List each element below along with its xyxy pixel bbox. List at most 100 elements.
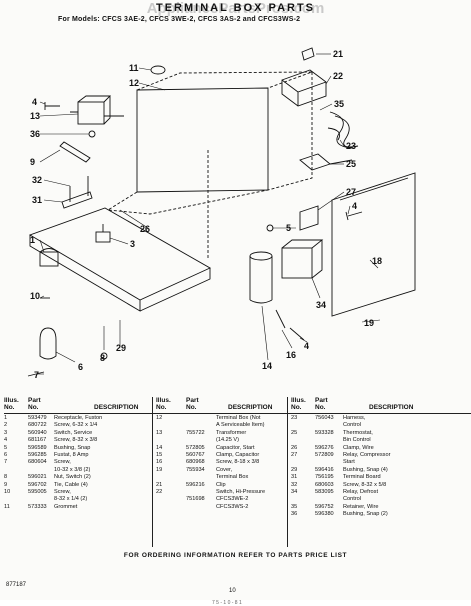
part-description: Clip (216, 481, 226, 488)
illus-number: 32 (291, 481, 298, 488)
callout-18: 18 (372, 256, 382, 266)
illus-header: Illus. No. (156, 397, 171, 411)
part-number: 596589 (28, 444, 47, 451)
watermark: AppliancePartsPros.com (146, 0, 325, 17)
part-number: 680604 (28, 459, 47, 466)
part-description: Bushing, Snap (2) (343, 511, 388, 518)
part-description: Terminal Board (343, 474, 381, 481)
callout-22: 22 (333, 71, 343, 81)
part-number: 583095 (315, 488, 334, 495)
models-line: For Models: CFCS 3AE-2, CFCS 3WE-2, CFCS… (58, 16, 301, 23)
part-number: 560940 (28, 429, 47, 436)
callout-23: 23 (346, 141, 356, 151)
part-number: 681167 (28, 437, 47, 444)
part-description: 8-32 x 1/4 (2) (54, 496, 88, 503)
illus-number: 3 (4, 429, 8, 436)
terminal-board (61, 191, 93, 209)
callout-21: 21 (333, 49, 343, 59)
illus-number: 35 (291, 503, 298, 510)
part-header: Part No. (315, 397, 328, 411)
document-code: 877187 (6, 582, 27, 588)
control-harness (329, 111, 353, 149)
illus-number: 5 (4, 444, 8, 451)
part-number: 596021 (28, 474, 47, 481)
callout-3: 3 (130, 239, 135, 249)
part-description: Clamp, Capacitor (216, 451, 260, 458)
illus-number: 19 (156, 466, 163, 473)
illus-number: 36 (291, 511, 298, 518)
part-number: 751698 (186, 496, 205, 503)
part-number: 755722 (186, 429, 205, 436)
callout-7: 7 (34, 370, 39, 380)
callout-4: 4 (352, 201, 357, 211)
callout-1: 1 (30, 235, 35, 245)
illus-number: 14 (156, 444, 163, 451)
part-number: 596276 (315, 444, 334, 451)
part-description: (14.25 V) (216, 437, 240, 444)
part-description: 10-32 x 3/8 (2) (54, 466, 91, 473)
desc-header: DESCRIPTION (369, 404, 414, 411)
part-number: 573333 (28, 503, 47, 510)
part-number: 756043 (315, 415, 334, 421)
illus-number: 11 (4, 503, 10, 510)
part-description: Capacitor, Start (216, 444, 255, 451)
part-description: Start (343, 459, 355, 466)
page-title: TERMINAL BOX PARTS (155, 2, 316, 14)
start-capacitor (249, 251, 273, 261)
part-description: Screw, 8-18 x 3/8 (216, 459, 260, 466)
terminal-box-bottom (106, 189, 269, 215)
part-description: Screw, (54, 459, 71, 466)
bin-thermostat (299, 153, 331, 171)
illus-number: 31 (291, 474, 298, 481)
transformer (77, 101, 105, 125)
part-description: Bushing, Snap (4) (343, 466, 388, 473)
part-description: Thermostat, (343, 429, 373, 436)
terminal-box-top (136, 71, 313, 91)
callout-4: 4 (304, 341, 309, 351)
part-header: Part No. (186, 397, 199, 411)
ordering-note: FOR ORDERING INFORMATION REFER TO PARTS … (123, 552, 348, 559)
clip (301, 47, 315, 61)
illus-number: 12 (156, 415, 163, 421)
callout-31: 31 (32, 195, 42, 205)
part-number: 572809 (315, 451, 334, 458)
fustat (39, 327, 57, 360)
illus-number: 22 (156, 488, 163, 495)
terminal-box-side (267, 72, 313, 191)
part-description: Switch, Service (54, 429, 93, 436)
callout-5: 5 (286, 223, 291, 233)
terminal-box-back (136, 87, 269, 193)
part-number: 560767 (186, 451, 205, 458)
illus-number: 16 (156, 459, 163, 466)
part-description: Screw, 8-32 x 5/8 (343, 481, 387, 488)
illus-number: 29 (291, 466, 298, 473)
part-description: Terminal Box (Not (216, 415, 261, 421)
illus-number: 6 (4, 451, 8, 458)
illus-number: 2 (4, 422, 8, 429)
part-description: Screw, (54, 488, 71, 495)
receptacle (39, 251, 59, 267)
table-divider (152, 397, 153, 547)
part-number: 596752 (315, 503, 334, 510)
part-description: Cover, (216, 466, 233, 473)
callout-4: 4 (32, 97, 37, 107)
callout-34: 34 (316, 300, 326, 310)
part-number: 680968 (186, 459, 205, 466)
table-divider (287, 397, 288, 547)
part-description: CFCS3WE-2 (216, 496, 249, 503)
part-number: 596380 (315, 511, 334, 518)
part-description: Bushing, Snap (54, 444, 91, 451)
callout-26: 26 (140, 224, 150, 234)
part-number: 596416 (315, 466, 334, 473)
part-header: Part No. (28, 397, 41, 411)
callout-11: 11 (129, 63, 139, 73)
callout-16: 16 (286, 350, 296, 360)
callout-13: 13 (30, 111, 40, 121)
illus-number: 7 (4, 459, 8, 466)
service-switch (95, 231, 111, 243)
desc-header: DESCRIPTION (228, 404, 273, 411)
part-description: A Serviceable Item) (216, 422, 265, 429)
part-number: 680603 (315, 481, 334, 488)
part-number: 756195 (315, 474, 334, 481)
